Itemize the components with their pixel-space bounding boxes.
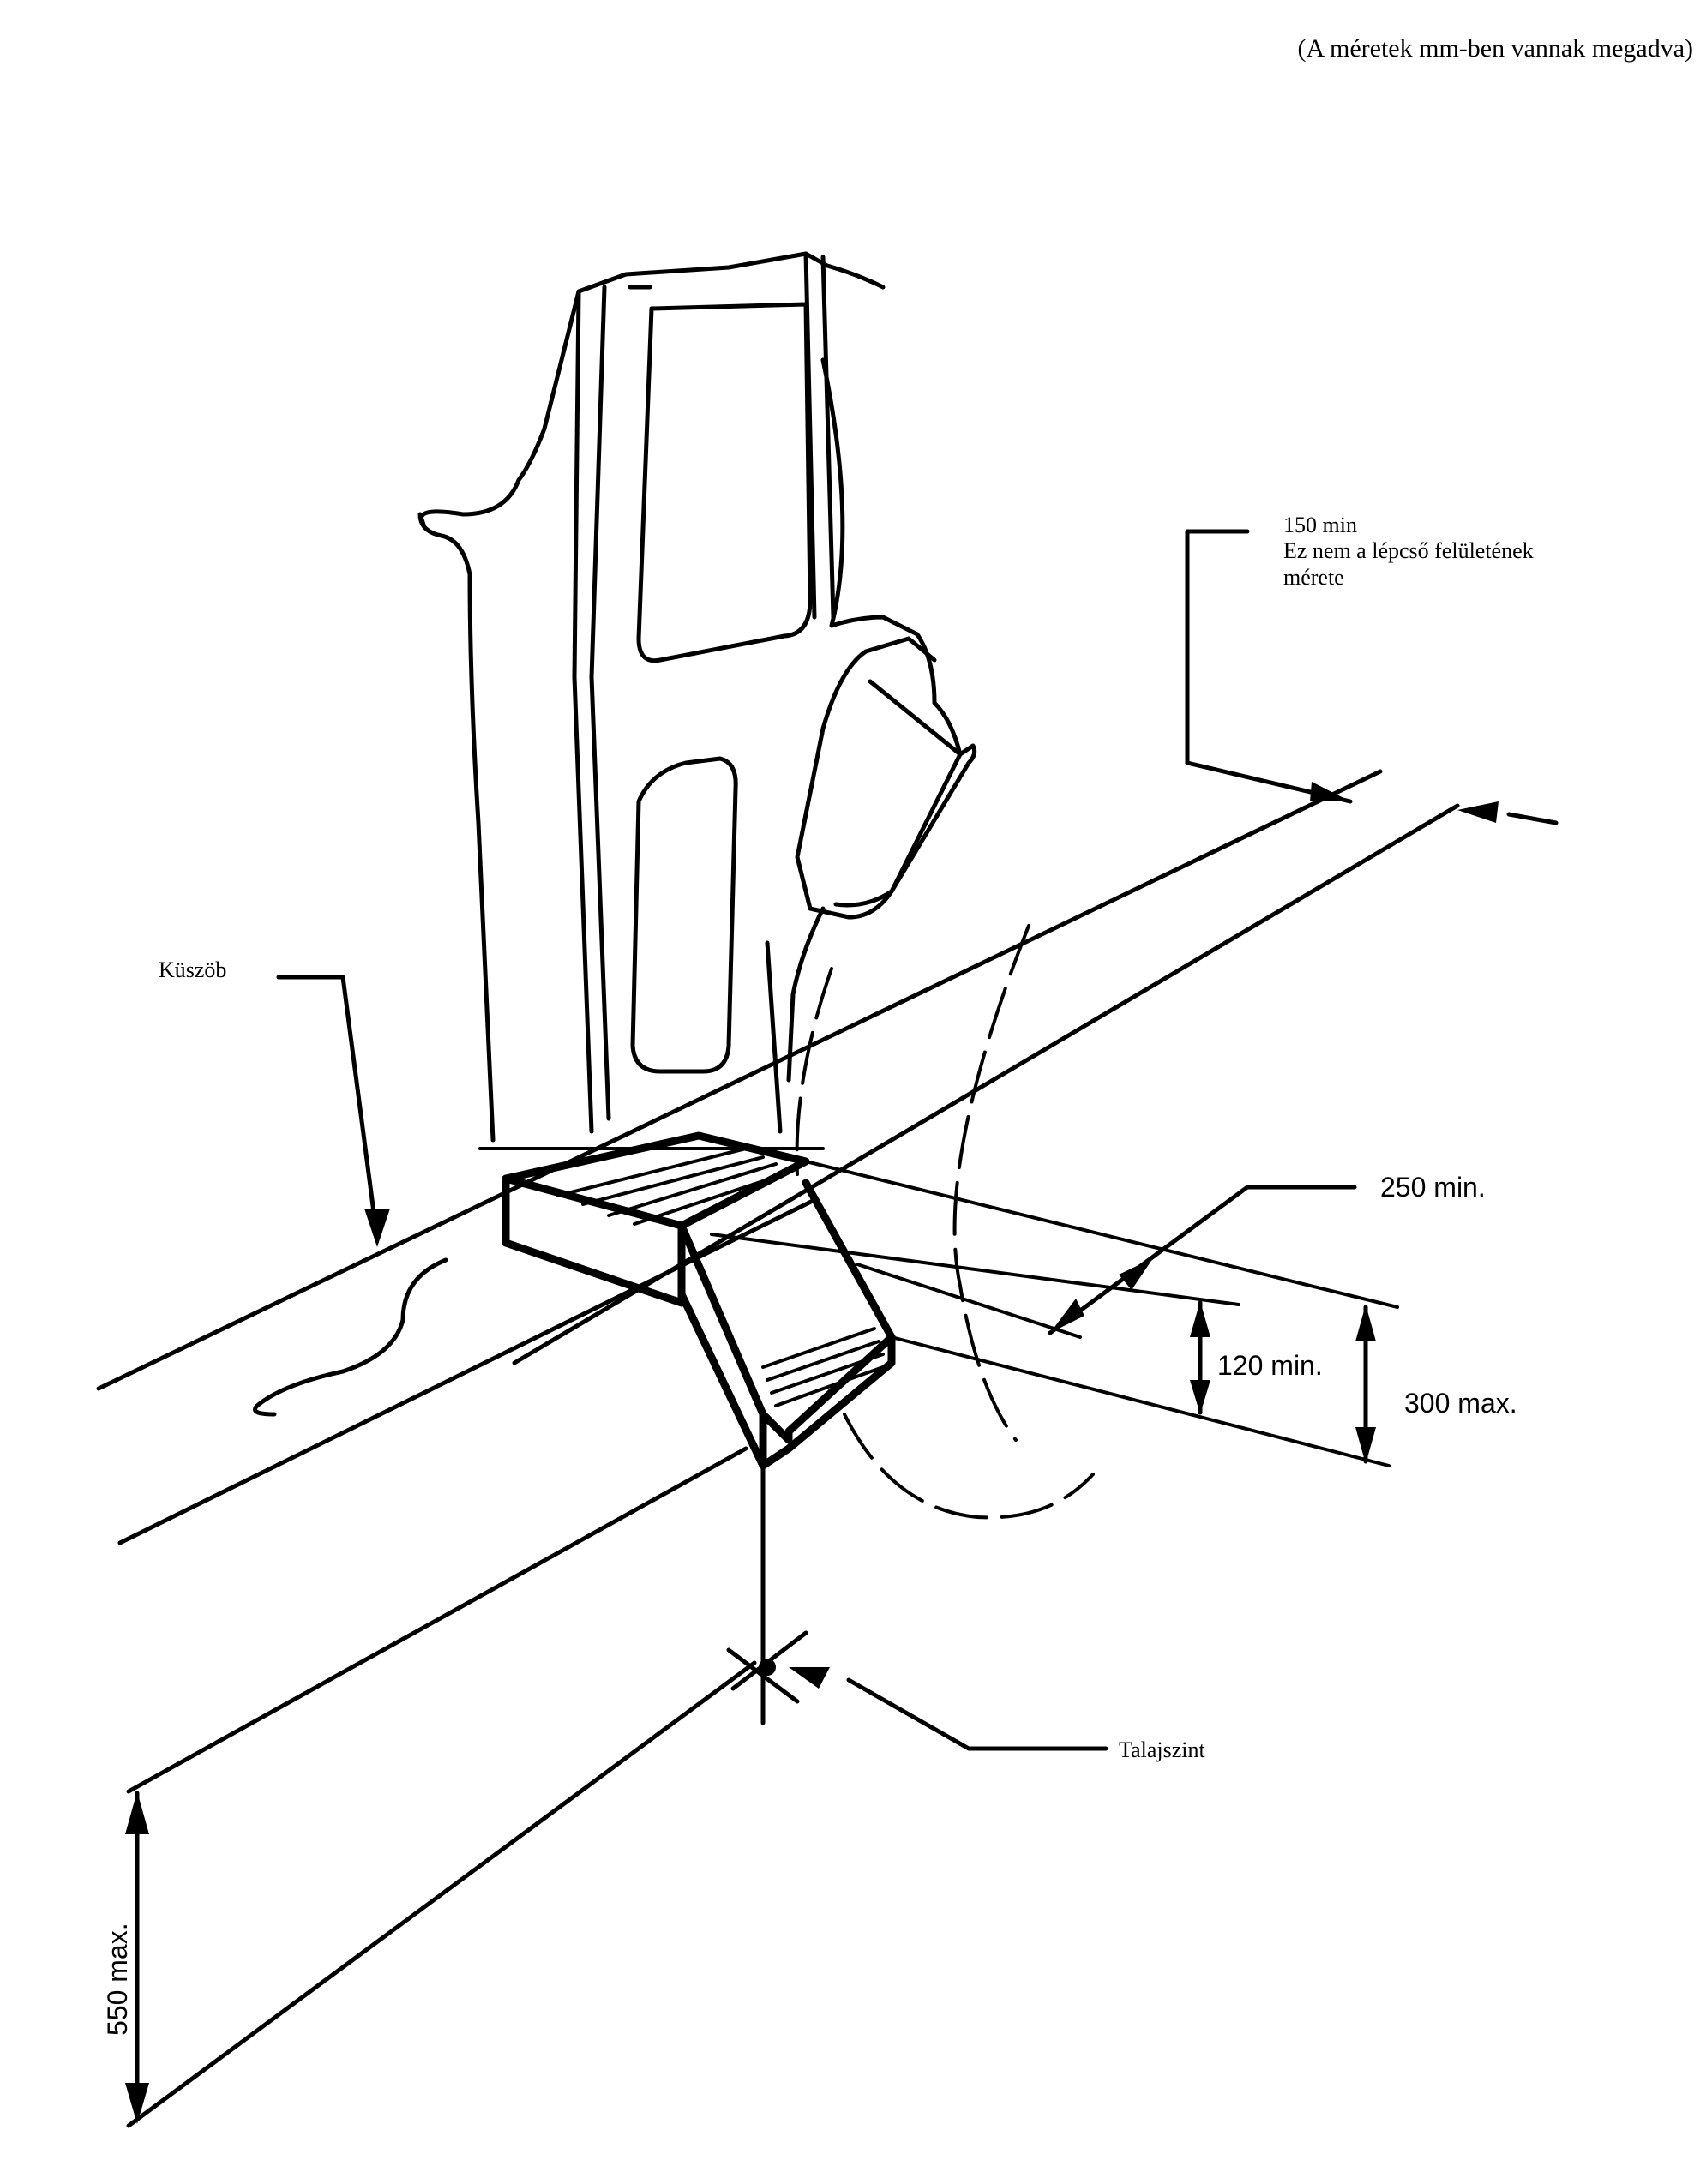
arrowhead [1310,782,1350,801]
ground-to-threshold-label: 550 max. [102,1923,133,2036]
arrowhead [1355,1427,1376,1464]
step-note-line-3: mérete [1283,565,1344,590]
step-assembly [502,1131,896,1725]
arrowhead [1190,1301,1210,1337]
threshold-label: Küszöb [159,957,226,982]
ground-point-marker [759,1659,776,1676]
first-step-height-label: 300 max. [1404,1388,1517,1419]
step-rise-label: 120 min. [1217,1350,1323,1381]
arrowhead [1050,1299,1084,1333]
units-note: (A méretek mm-ben vannak megadva) [1298,34,1693,63]
arrowhead [1119,1258,1153,1290]
ground-level-label: Talajszint [1119,1737,1205,1762]
vehicle-body-outline [417,251,977,1143]
wheel-arch [795,924,1095,1520]
arrowhead [789,1667,830,1689]
arrowhead [125,1791,149,1834]
arrowhead [1190,1380,1210,1414]
arrowhead [364,1209,390,1247]
arrowhead [1355,1305,1376,1341]
step-note-line-2: Ez nem a lépcső felületének [1283,538,1534,563]
arrowhead [1457,801,1499,823]
step-depth-label: 250 min. [1380,1172,1486,1203]
sill-lines [96,769,1460,2128]
step-note-line-1: 150 min [1283,513,1357,537]
dimension-lines [125,529,1559,2124]
arrowhead [125,2083,149,2124]
